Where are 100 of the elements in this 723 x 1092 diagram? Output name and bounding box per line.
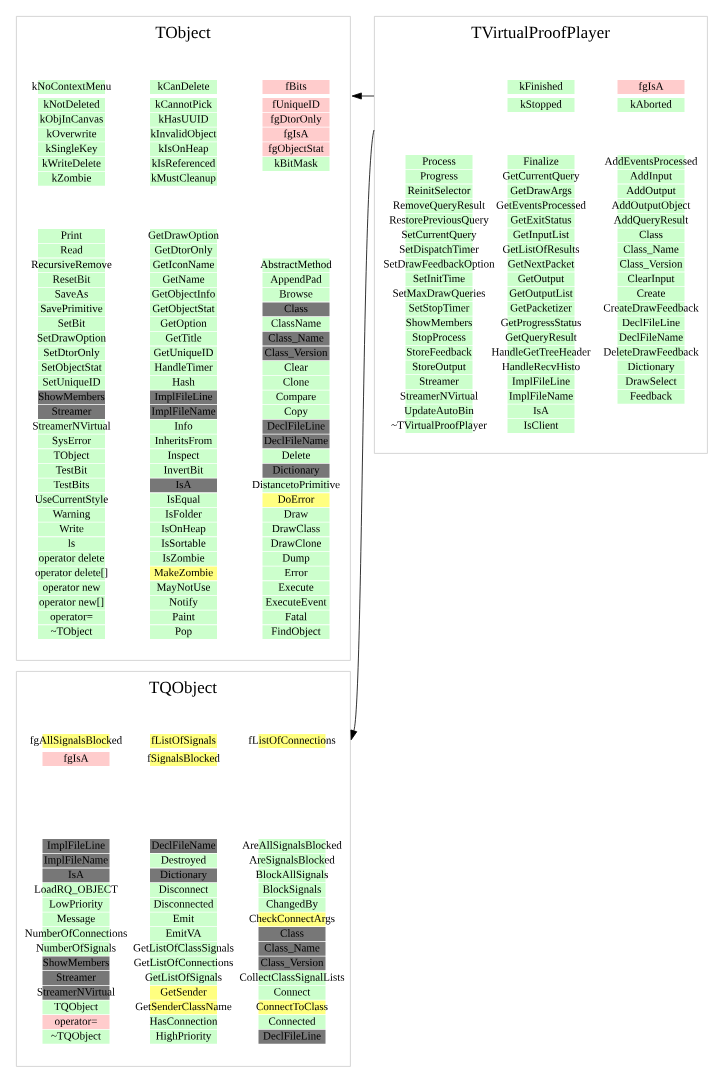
method-cell: Pop: [150, 625, 217, 640]
node-label: LowPriority: [49, 900, 103, 910]
method-cell: Class_Version: [262, 346, 330, 361]
node-label: GetUniqueID: [154, 348, 213, 359]
node-label: IsClient: [523, 421, 559, 429]
node-label: SetStopTimer: [409, 304, 470, 314]
method-cell: operator delete[]: [35, 566, 108, 581]
node-label: operator=: [50, 613, 93, 623]
method-cell: Streamer: [38, 405, 105, 419]
node-label: DeleteDrawFeedback: [603, 347, 699, 356]
data-member-cell: fgObjectStat: [262, 142, 330, 157]
method-cell: RecursiveRemove: [31, 258, 112, 273]
method-cell: Feedback: [617, 389, 685, 404]
method-cell: GetIconName: [150, 258, 217, 273]
node-label: ls: [68, 539, 75, 547]
method-cell: ImplFileLine: [150, 390, 217, 405]
node-label: ImplFileLine: [512, 377, 570, 388]
method-cell: Streamer: [405, 375, 473, 389]
node-label: kSingleKey: [45, 144, 98, 155]
method-cell: IsOnHeap: [150, 522, 217, 537]
node-label: IsOnHeap: [161, 524, 206, 535]
node-label: Progress: [420, 172, 458, 182]
node-label: operator new: [43, 584, 101, 594]
method-cell: StreamerNVirtual: [400, 389, 478, 404]
node-label: Fatal: [285, 612, 307, 621]
node-label: Execute: [278, 583, 314, 591]
method-cell: GetEventsProcessed: [496, 199, 586, 213]
node-label: Print: [61, 231, 83, 239]
node-label: kCannotPick: [155, 100, 212, 108]
node-label: Paint: [172, 612, 195, 621]
method-cell: DeleteDrawFeedback: [603, 345, 699, 360]
node-label: DeclFileName: [264, 436, 328, 445]
method-cell: RestorePreviousQuery: [389, 213, 489, 228]
method-cell: operator=: [42, 1015, 110, 1029]
method-cell: AddInput: [617, 169, 685, 184]
node-label: GetListOfResults: [502, 244, 580, 253]
data-member-cell: kObjInCanvas: [38, 112, 105, 127]
method-cell: ImplFileName: [150, 405, 217, 419]
method-cell: GetPacketizer: [507, 301, 575, 316]
method-cell: Delete: [262, 449, 330, 463]
data-member-cell: kSingleKey: [38, 142, 105, 157]
method-cell: HandleGetTreeHeader: [491, 345, 591, 360]
data-member-cell: fUniqueID: [262, 98, 330, 112]
method-cell: operator=: [38, 610, 105, 625]
node-label: ~TObject: [50, 627, 93, 638]
node-label: SetInitTime: [413, 274, 465, 283]
node-label: GetTitle: [165, 333, 202, 342]
method-cell: Browse: [262, 287, 330, 302]
method-cell: StreamerNVirtual: [33, 419, 111, 434]
method-cell: ~TObject: [38, 625, 105, 640]
method-cell: GetCurrentQuery: [502, 169, 580, 184]
method-cell: ImplFileLine: [507, 375, 575, 389]
node-label: Create: [637, 289, 665, 297]
method-cell: Class_Name: [258, 941, 326, 956]
method-cell: Dictionary: [617, 360, 685, 375]
method-cell: ShowMembers: [405, 316, 473, 331]
data-member-cell: kWriteDelete: [38, 157, 105, 171]
data-member-cell: kFinished: [507, 80, 575, 94]
node-label: SetBit: [58, 319, 86, 327]
method-cell: ShowMembers: [38, 390, 105, 405]
node-label: SetUniqueID: [43, 378, 101, 388]
method-cell: operator new: [38, 581, 105, 595]
node-label: Streamer: [419, 377, 459, 385]
node-label: ImplFileLine: [154, 392, 213, 403]
method-cell: Paint: [150, 610, 217, 625]
method-cell: GetTitle: [150, 331, 217, 346]
node-label: AppendPad: [270, 275, 322, 286]
data-member-cell: kBitMask: [262, 157, 330, 171]
node-label: ChangedBy: [266, 899, 318, 910]
node-label: Notify: [169, 597, 198, 608]
method-cell: GetDtorOnly: [150, 243, 217, 258]
node-label: DrawClone: [270, 539, 321, 547]
node-label: kWriteDelete: [42, 159, 101, 167]
node-label: fgDtorOnly: [270, 114, 322, 125]
method-cell: DeclFileName: [150, 839, 217, 853]
node-label: TObject: [53, 451, 90, 462]
node-label: GetNextPacket: [508, 259, 575, 268]
node-label: AddInput: [630, 171, 673, 182]
method-cell: SetUniqueID: [38, 375, 105, 390]
node-label: GetEventsProcessed: [496, 201, 586, 209]
method-cell: Clear: [262, 361, 330, 375]
method-cell: ConnectToClass: [256, 1000, 328, 1015]
node-label: ResetBit: [52, 275, 91, 283]
method-cell: DeclFileLine: [262, 419, 330, 434]
node-label: Write: [59, 524, 84, 533]
node-label: TestBits: [53, 480, 90, 489]
node-label: GetSenderClassName: [135, 1002, 232, 1011]
method-cell: UseCurrentStyle: [35, 493, 108, 507]
method-cell: TestBits: [38, 478, 105, 493]
method-cell: SetStopTimer: [405, 301, 473, 316]
node-label: Dictionary: [627, 362, 675, 373]
method-cell: Class_Version: [617, 257, 685, 272]
method-cell: operator delete: [38, 551, 105, 566]
node-label: NumberOfConnections: [24, 928, 127, 937]
method-cell: ImplFileName: [42, 853, 110, 868]
method-cell: Class_Name: [617, 243, 685, 257]
node-label: ImplFileLine: [47, 841, 105, 852]
method-cell: Fatal: [262, 610, 330, 625]
method-cell: GetInputList: [507, 228, 575, 243]
method-cell: FindObject: [262, 625, 330, 640]
